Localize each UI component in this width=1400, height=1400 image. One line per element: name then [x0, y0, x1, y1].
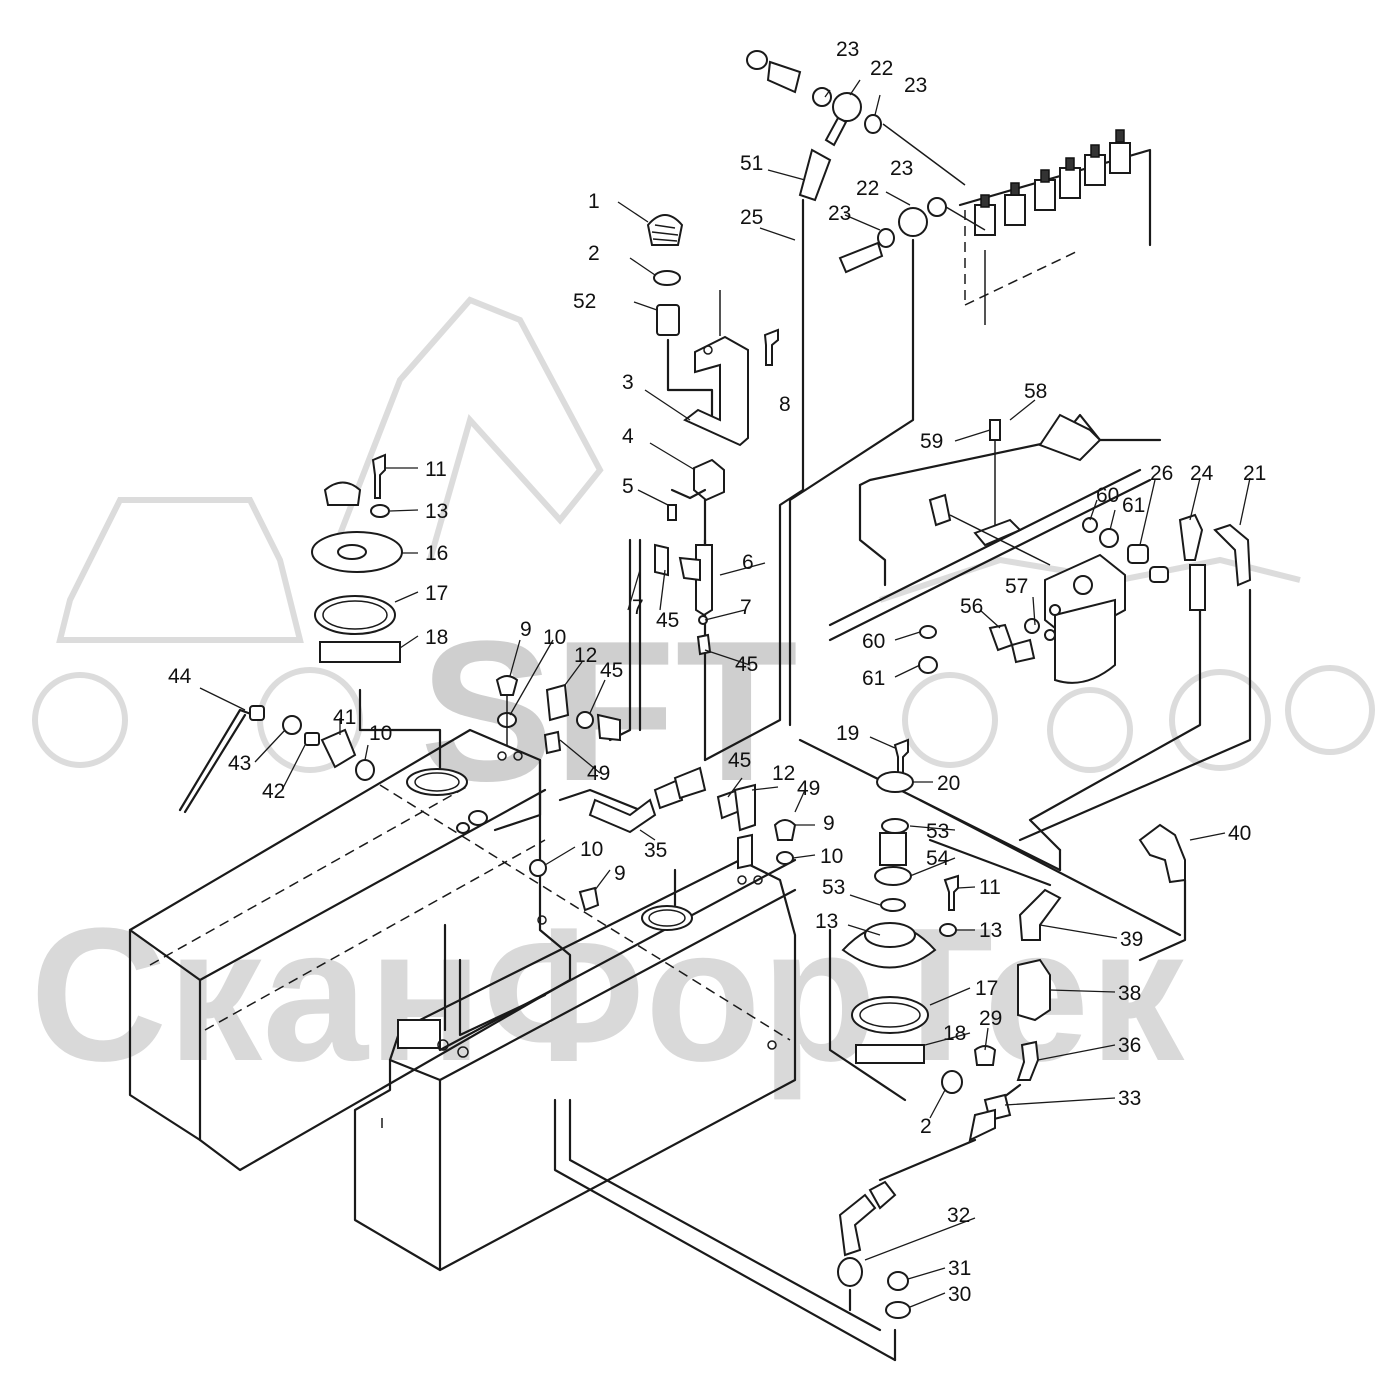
callout-22: 22	[856, 177, 879, 200]
callout-59: 59	[920, 430, 943, 453]
banjo-fitting-upper	[746, 50, 966, 202]
callout-58: 58	[1024, 380, 1047, 403]
drain-fittings-left	[178, 675, 621, 912]
callout-45: 45	[735, 653, 758, 676]
callout-13: 13	[979, 919, 1002, 942]
callout-35: 35	[644, 839, 667, 862]
callout-23: 23	[904, 74, 927, 97]
callout-11: 11	[979, 876, 1001, 899]
callout-12: 12	[574, 644, 597, 667]
left-tank-cap-assembly	[311, 453, 403, 663]
callout-18: 18	[425, 626, 448, 649]
callout-10: 10	[543, 626, 566, 649]
callout-33: 33	[1118, 1087, 1141, 1110]
callout-23: 23	[890, 157, 913, 180]
callout-49: 49	[797, 777, 820, 800]
callout-6: 6	[742, 551, 754, 574]
callout-labels: 23 22 23 51 25 23 22 23 1 2 52 3 8 4 5 6…	[168, 38, 1266, 1306]
callout-5: 5	[622, 475, 634, 498]
water-separator	[918, 513, 1252, 684]
separator-bracket	[858, 413, 1162, 587]
callout-22: 22	[870, 57, 893, 80]
callout-52: 52	[573, 290, 596, 313]
right-tank-cap-assembly	[841, 738, 959, 1064]
callout-12: 12	[772, 762, 795, 785]
callout-8: 8	[779, 393, 791, 416]
callout-7: 7	[740, 596, 752, 619]
callout-25: 25	[740, 206, 763, 229]
callout-60: 60	[862, 630, 885, 653]
callout-53: 53	[926, 820, 949, 843]
callout-23: 23	[828, 202, 851, 225]
callout-49: 49	[587, 762, 610, 785]
callout-54: 54	[926, 847, 950, 870]
callout-44: 44	[168, 665, 192, 688]
callout-56: 56	[960, 595, 983, 618]
callout-31: 31	[948, 1257, 971, 1280]
callout-43: 43	[228, 752, 251, 775]
callout-41: 41	[333, 706, 356, 729]
callout-26: 26	[1150, 462, 1173, 485]
callout-32: 32	[947, 1204, 970, 1227]
lower-fittings	[837, 823, 1186, 1319]
callout-60: 60	[1096, 484, 1119, 507]
callout-39: 39	[1120, 928, 1143, 951]
callout-9: 9	[520, 618, 532, 641]
watermark-logo-text: SFT	[420, 600, 798, 823]
callout-7: 7	[632, 596, 644, 619]
callout-20: 20	[937, 772, 960, 795]
callout-30: 30	[948, 1283, 971, 1306]
callout-17: 17	[425, 582, 448, 605]
callout-21: 21	[1243, 462, 1266, 485]
callout-2: 2	[920, 1115, 932, 1138]
callout-3: 3	[622, 371, 634, 394]
callout-23: 23	[836, 38, 859, 61]
injection-pump	[958, 129, 1152, 325]
banjo-fitting-lower	[838, 197, 986, 274]
callout-61: 61	[1122, 494, 1145, 517]
callout-57: 57	[1005, 575, 1028, 598]
callout-10: 10	[820, 845, 843, 868]
callout-13: 13	[425, 500, 448, 523]
callout-1: 1	[588, 190, 600, 213]
callout-38: 38	[1118, 982, 1141, 1005]
callout-17: 17	[975, 977, 998, 1000]
center-fittings	[588, 766, 797, 870]
callout-53: 53	[822, 876, 845, 899]
leader-lines	[199, 79, 1251, 1308]
callout-42: 42	[262, 780, 285, 803]
callout-19: 19	[836, 722, 859, 745]
callout-36: 36	[1118, 1034, 1141, 1057]
callout-61: 61	[862, 667, 885, 690]
callout-29: 29	[979, 1007, 1002, 1030]
callout-45: 45	[656, 609, 679, 632]
filler-bracket-assembly	[646, 214, 779, 656]
callout-2: 2	[588, 242, 600, 265]
callout-10: 10	[369, 722, 392, 745]
callout-10: 10	[580, 838, 603, 861]
callout-13: 13	[815, 910, 838, 933]
callout-18: 18	[943, 1022, 966, 1045]
callout-51: 51	[740, 152, 763, 175]
watermark-brand-text: СканФорТек	[30, 889, 1185, 1101]
callout-40: 40	[1228, 822, 1251, 845]
callout-45: 45	[728, 749, 751, 772]
callout-45: 45	[600, 659, 623, 682]
callout-16: 16	[425, 542, 448, 565]
callout-9: 9	[614, 862, 626, 885]
callout-24: 24	[1190, 462, 1214, 485]
right-fuel-tank	[353, 858, 907, 1272]
callout-9: 9	[823, 812, 835, 835]
callout-4: 4	[622, 425, 634, 448]
callout-11: 11	[425, 458, 447, 481]
left-fuel-tank	[128, 728, 791, 1172]
